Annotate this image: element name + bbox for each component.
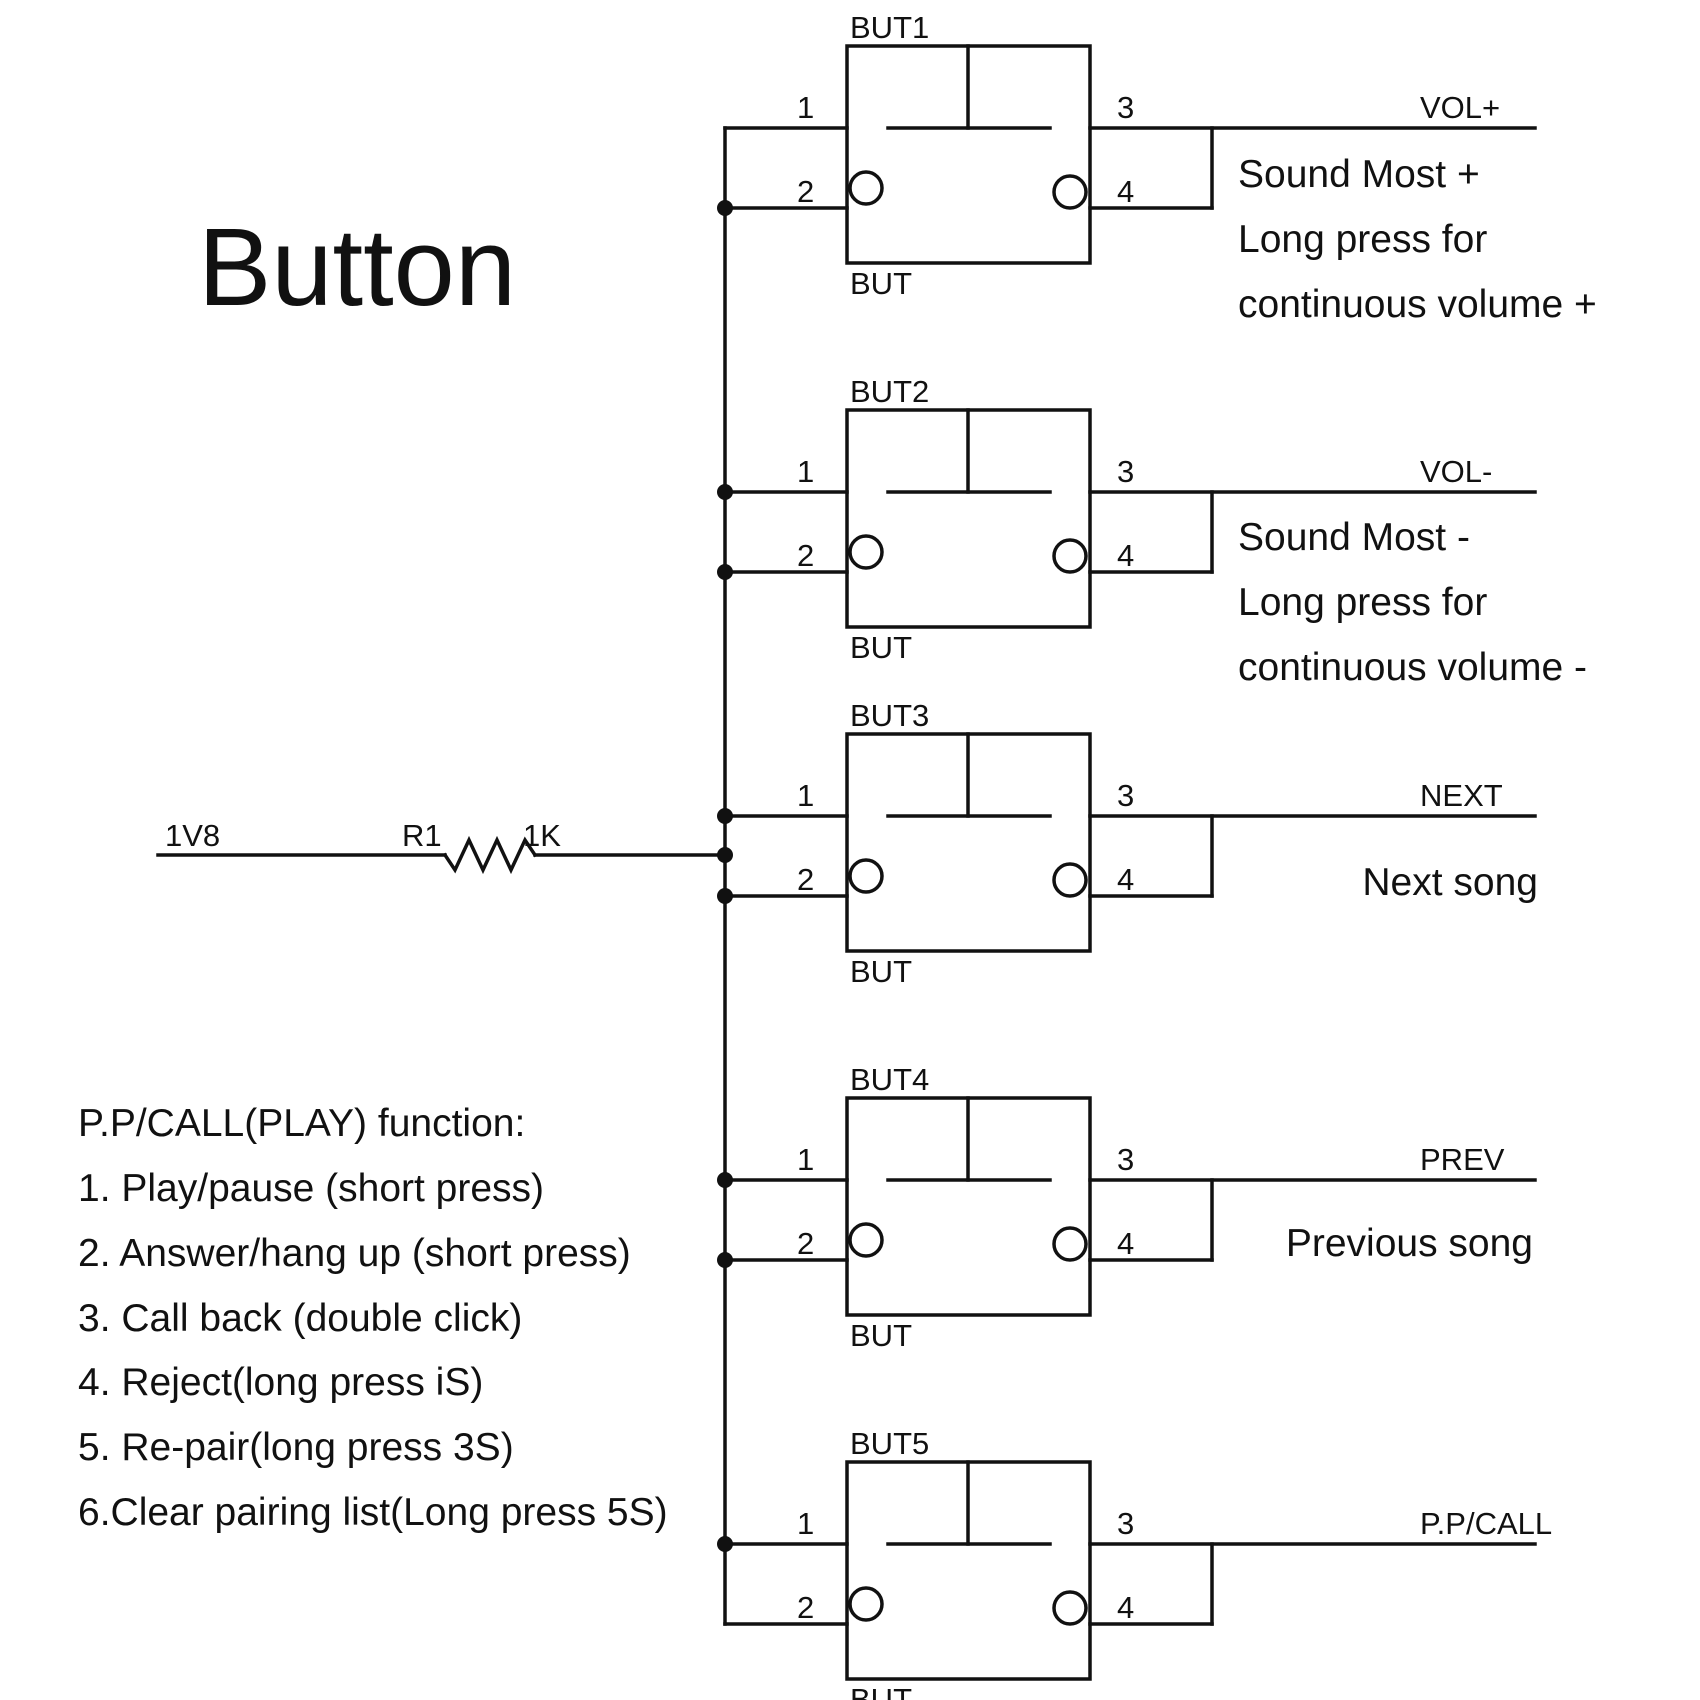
pin-4-label: 4 bbox=[1117, 862, 1134, 897]
junction-dot bbox=[717, 847, 733, 863]
pin-4-label: 4 bbox=[1117, 174, 1134, 209]
button-description-line: Sound Most + bbox=[1238, 153, 1480, 196]
pin-2-label: 2 bbox=[797, 1590, 814, 1625]
switch-contact bbox=[848, 858, 884, 894]
function-note-item: 4. Reject(long press iS) bbox=[78, 1361, 483, 1404]
pin-2-label: 2 bbox=[797, 862, 814, 897]
button-type-label: BUT bbox=[850, 630, 912, 665]
function-note-item: 3. Call back (double click) bbox=[78, 1297, 522, 1340]
switch-contact bbox=[1052, 174, 1088, 210]
button-type-label: BUT bbox=[850, 1682, 912, 1700]
pin-2-label: 2 bbox=[797, 1226, 814, 1261]
pin-4-label: 4 bbox=[1117, 1226, 1134, 1261]
resistor-ref: R1 bbox=[402, 818, 442, 853]
button-ref-label: BUT1 bbox=[850, 10, 929, 45]
pin-1-label: 1 bbox=[797, 454, 814, 489]
function-note-item: 2. Answer/hang up (short press) bbox=[78, 1232, 631, 1275]
switch-contact bbox=[848, 534, 884, 570]
signal-net-label: NEXT bbox=[1420, 778, 1503, 813]
signal-net-label: VOL+ bbox=[1420, 90, 1500, 125]
button-description-line: Long press for bbox=[1238, 581, 1487, 624]
button-ref-label: BUT4 bbox=[850, 1062, 929, 1097]
junction-dot bbox=[717, 1252, 733, 1268]
pin-3-label: 3 bbox=[1117, 90, 1134, 125]
button-type-label: BUT bbox=[850, 266, 912, 301]
pin-1-label: 1 bbox=[797, 90, 814, 125]
button-description-line: Long press for bbox=[1238, 218, 1487, 261]
switch-contact bbox=[848, 1586, 884, 1622]
function-note-item: 1. Play/pause (short press) bbox=[78, 1167, 544, 1210]
pin-3-label: 3 bbox=[1117, 1142, 1134, 1177]
button-ref-label: BUT2 bbox=[850, 374, 929, 409]
pin-4-label: 4 bbox=[1117, 1590, 1134, 1625]
pin-1-label: 1 bbox=[797, 1142, 814, 1177]
signal-net-label: P.P/CALL bbox=[1420, 1506, 1552, 1541]
resistor-r1 bbox=[442, 835, 538, 875]
pin-4-label: 4 bbox=[1117, 538, 1134, 573]
resistor-value: 1K bbox=[523, 818, 561, 853]
net-label-1v8: 1V8 bbox=[165, 818, 220, 853]
button-description-line: continuous volume + bbox=[1238, 283, 1597, 326]
diagram-title: Button bbox=[198, 206, 516, 329]
button-ref-label: BUT5 bbox=[850, 1426, 929, 1461]
button-description-line: Sound Most - bbox=[1238, 516, 1470, 559]
switch-contact bbox=[1052, 1226, 1088, 1262]
junction-dot bbox=[717, 564, 733, 580]
signal-net-label: VOL- bbox=[1420, 454, 1492, 489]
junction-dot bbox=[717, 1536, 733, 1552]
switch-contact bbox=[848, 1222, 884, 1258]
junction-dot bbox=[717, 200, 733, 216]
function-note-item: 6.Clear pairing list(Long press 5S) bbox=[78, 1491, 668, 1534]
button-description-line: continuous volume - bbox=[1238, 646, 1587, 689]
function-notes: P.P/CALL(PLAY) function: 1. Play/pause (… bbox=[78, 1102, 668, 1534]
pin-2-label: 2 bbox=[797, 538, 814, 573]
switch-contact bbox=[1052, 1590, 1088, 1626]
function-note-item: 5. Re-pair(long press 3S) bbox=[78, 1426, 514, 1469]
button-description-line: Previous song bbox=[1286, 1222, 1533, 1265]
pin-2-label: 2 bbox=[797, 174, 814, 209]
button-type-label: BUT bbox=[850, 1318, 912, 1353]
button-type-label: BUT bbox=[850, 954, 912, 989]
switch-contact bbox=[1052, 538, 1088, 574]
junction-dot bbox=[717, 888, 733, 904]
switch-contact bbox=[848, 170, 884, 206]
pin-3-label: 3 bbox=[1117, 1506, 1134, 1541]
supply-section: 1V8 R1 1K bbox=[156, 818, 727, 875]
junction-dot bbox=[717, 808, 733, 824]
button-description-line: Next song bbox=[1362, 861, 1538, 904]
signal-net-label: PREV bbox=[1420, 1142, 1505, 1177]
junction-dot bbox=[717, 484, 733, 500]
pin-3-label: 3 bbox=[1117, 778, 1134, 813]
pin-1-label: 1 bbox=[797, 1506, 814, 1541]
switch-contact bbox=[1052, 862, 1088, 898]
junction-dot bbox=[717, 1172, 733, 1188]
pin-3-label: 3 bbox=[1117, 454, 1134, 489]
button-ref-label: BUT3 bbox=[850, 698, 929, 733]
pin-1-label: 1 bbox=[797, 778, 814, 813]
function-notes-heading: P.P/CALL(PLAY) function: bbox=[78, 1102, 525, 1145]
